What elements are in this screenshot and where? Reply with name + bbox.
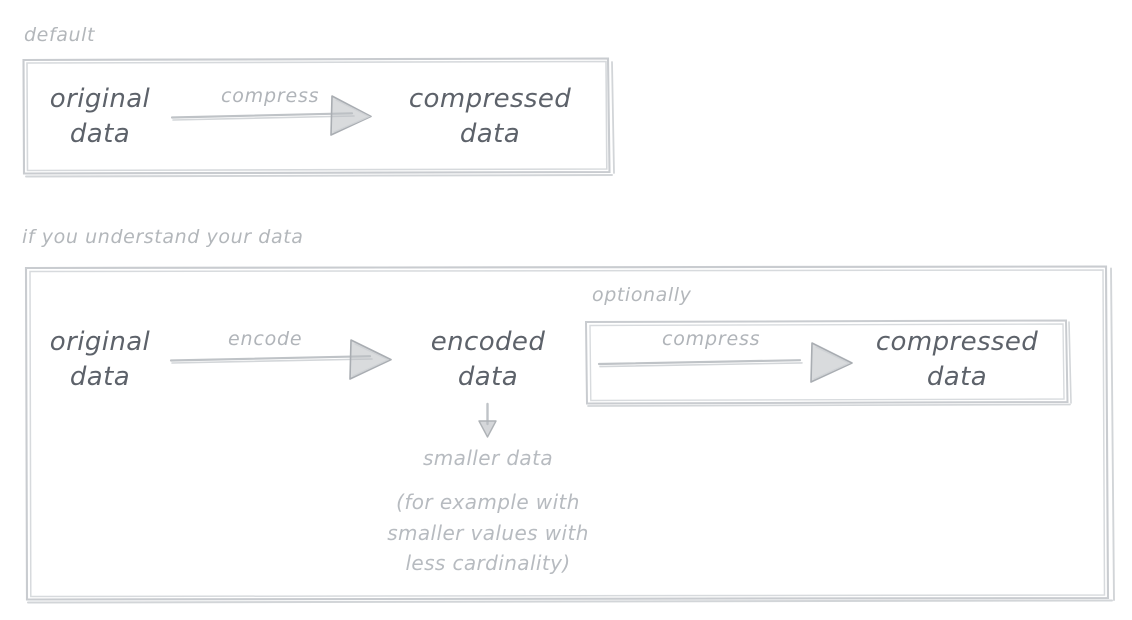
- node-line-2: data: [926, 362, 988, 393]
- inner-box-label-optionally: optionally: [592, 284, 692, 306]
- section-label-understand: if you understand your data: [22, 226, 304, 248]
- node-line-2: data: [459, 119, 521, 150]
- arrow-label-encode: encode: [228, 328, 303, 350]
- node-line-2: data: [69, 119, 131, 150]
- node-line-1: original: [49, 84, 151, 114]
- node-compressed-data-1: compressed data: [395, 82, 585, 153]
- smaller-data-note: smaller data (for example with smaller v…: [368, 443, 608, 579]
- node-original-data-2: original data: [30, 325, 170, 396]
- node-line-1: encoded: [430, 327, 546, 357]
- note-heading: smaller data: [422, 446, 553, 470]
- note-spacer: [368, 473, 608, 487]
- section-label-default: default: [24, 24, 96, 46]
- note-line-1: (for example with: [396, 490, 580, 515]
- node-compressed-data-2: compressed data: [862, 325, 1052, 396]
- note-line-3: less cardinality): [405, 551, 571, 576]
- node-original-data-1: original data: [30, 82, 170, 153]
- node-line-1: compressed: [875, 327, 1039, 357]
- note-line-2: smaller values with: [387, 520, 589, 545]
- node-line-1: original: [49, 327, 151, 357]
- arrow-label-compress-1: compress: [221, 85, 320, 107]
- node-encoded-data: encoded data: [412, 325, 564, 396]
- node-line-2: data: [69, 362, 131, 393]
- node-line-2: data: [457, 362, 519, 393]
- down-arrow: [478, 402, 497, 438]
- node-line-1: compressed: [408, 84, 572, 114]
- arrow-label-compress-2: compress: [662, 328, 761, 350]
